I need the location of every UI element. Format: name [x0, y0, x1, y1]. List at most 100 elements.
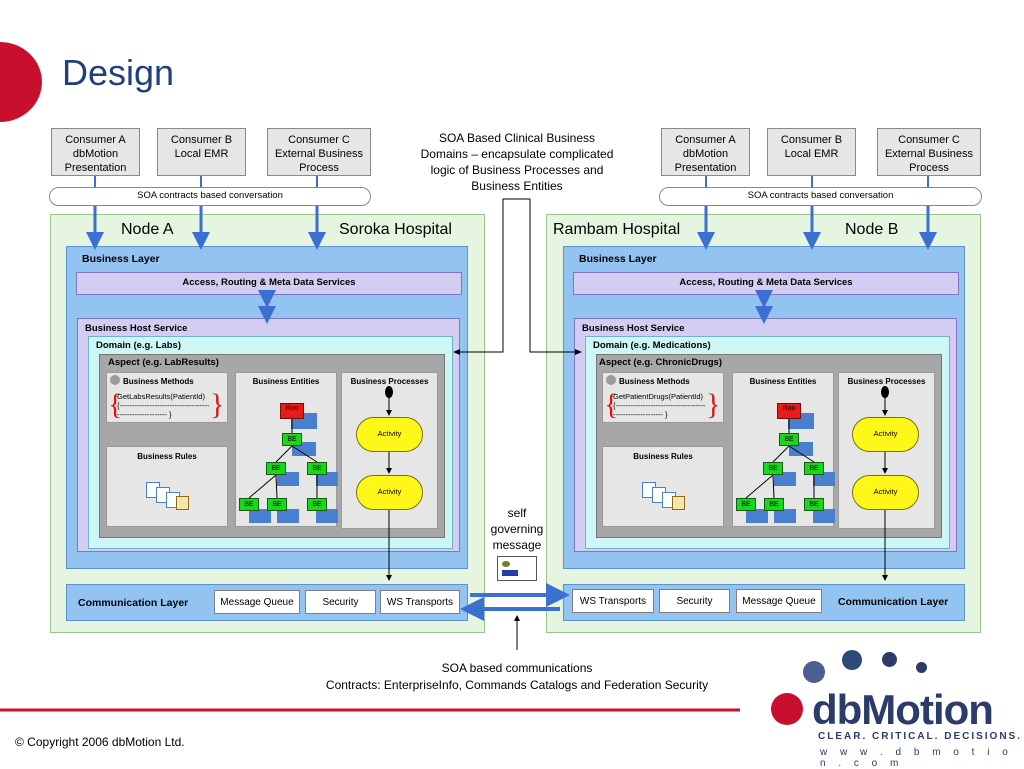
left-be-entity: BE [239, 498, 259, 511]
left-gear-icon [110, 375, 120, 385]
right-processes-title: Business Processes [847, 377, 926, 386]
left-message-queue: Message Queue [214, 590, 300, 614]
left-entities-title: Business Entities [252, 377, 320, 386]
right-host-service-label: Business Host Service [582, 323, 685, 334]
left-rules-title: Business Rules [137, 452, 197, 461]
right-entity-shadow [746, 509, 768, 523]
logo-tagline: CLEAR. CRITICAL. DECISIONS. [818, 731, 1023, 742]
right-ws-transports: WS Transports [572, 589, 654, 613]
right-tree-line [772, 445, 790, 463]
logo-dot [803, 661, 825, 683]
right-entities-title: Business Entities [749, 377, 817, 386]
right-gear-icon [606, 375, 616, 385]
right-aspect-label: Aspect (e.g. ChronicDrugs) [599, 357, 722, 368]
left-domain-label: Domain (e.g. Labs) [96, 340, 181, 351]
left-tree-line [275, 445, 293, 463]
left-entity-shadow [277, 509, 299, 523]
right-tree-line [788, 445, 815, 463]
logo-dot [882, 652, 897, 667]
logo-url: w w w . d b m o t i o n . c o m [820, 747, 1013, 769]
logo-red-dot [771, 693, 803, 725]
callout-bracket [456, 198, 578, 353]
left-host-service-label: Business Host Service [85, 323, 188, 334]
right-message-queue: Message Queue [736, 589, 822, 613]
left-entity-shadow [316, 472, 338, 486]
right-brace-close: } [706, 388, 720, 421]
right-methods-line1: GetPatientDrugs(PatientId) [613, 392, 704, 401]
left-brace-open: { [108, 388, 122, 421]
right-entity-shadow [774, 472, 796, 486]
left-be-entity: BE [266, 462, 286, 475]
left-be-entity: BE [267, 498, 287, 511]
copyright: © Copyright 2006 dbMotion Ltd. [15, 735, 185, 749]
left-process-start-dot [385, 386, 393, 398]
logo-dot [842, 650, 862, 670]
right-be-entity: BE [764, 498, 784, 511]
right-security: Security [659, 589, 730, 613]
left-ws-transports: WS Transports [380, 590, 460, 614]
right-node-name: Node B [845, 221, 899, 238]
left-methods-line1: GetLabsResults(PatientId) [117, 392, 205, 401]
soa-domains-callout: SOA Based Clinical Business Domains – en… [420, 131, 614, 193]
right-tree-line [745, 474, 774, 499]
left-business-layer-label: Business Layer [82, 253, 160, 265]
right-process-start-dot [881, 386, 889, 398]
right-business-rules [602, 446, 724, 527]
left-be-entity: BE [307, 462, 327, 475]
right-rules-title: Business Rules [633, 452, 693, 461]
left-rules-pencil-icon [176, 496, 189, 510]
right-tree-line [772, 474, 775, 499]
callout-bracket-right-head [575, 349, 582, 355]
right-entity-shadow [813, 509, 835, 523]
right-comm-layer-label: Communication Layer [838, 596, 949, 608]
right-be-entity: BE [779, 433, 799, 446]
right-be-entity: BE [804, 462, 824, 475]
right-root-entity: Roo [777, 403, 801, 419]
right-hospital-name: Rambam Hospital [553, 221, 681, 238]
left-methods-title: Business Methods [123, 377, 194, 386]
left-activity-2: Activity [356, 475, 423, 510]
soa-comm-line2: Contracts: EnterpriseInfo, Commands Cata… [325, 678, 709, 692]
right-be-entity: BE [763, 462, 783, 475]
left-activity-1: Activity [356, 417, 423, 452]
right-entity-shadow [813, 472, 835, 486]
right-methods-title: Business Methods [619, 377, 690, 386]
right-domain-label: Domain (e.g. Medications) [593, 340, 711, 351]
slide-title: Design [62, 52, 175, 93]
logo-dot [916, 662, 927, 673]
left-brace-close: } [210, 388, 224, 421]
left-hospital-name: Soroka Hospital [339, 221, 452, 238]
right-brace-open: { [604, 388, 618, 421]
left-security: Security [305, 590, 376, 614]
left-processes-title: Business Processes [350, 377, 429, 386]
right-consumer-b: Consumer B Local EMR [767, 128, 856, 176]
left-tree-line [291, 445, 318, 463]
left-tree-line [275, 474, 278, 499]
right-business-methods [602, 372, 724, 423]
left-entity-shadow [249, 509, 271, 523]
left-consumer-c: Consumer C External Business Process [267, 128, 371, 176]
left-be-entity: BE [307, 498, 327, 511]
right-consumer-a: Consumer A dbMotion Presentation [661, 128, 750, 176]
left-node-name: Node A [121, 221, 174, 238]
left-consumer-b: Consumer B Local EMR [157, 128, 246, 176]
right-be-entity: BE [804, 498, 824, 511]
self-governing-callout: self governing message [490, 506, 544, 552]
right-consumer-c: Consumer C External Business Process [877, 128, 981, 176]
left-entity-shadow [277, 472, 299, 486]
soa-comm-line1: SOA based communications [441, 661, 593, 675]
left-contracts-bar: SOA contracts based conversation [49, 187, 371, 206]
left-tree-line [248, 474, 277, 499]
right-be-entity: BE [736, 498, 756, 511]
left-methods-line3: -------------------- } [117, 410, 172, 419]
left-comm-layer-label: Communication Layer [78, 597, 189, 609]
logo-name: dbMotion [812, 686, 994, 733]
left-entity-shadow [316, 509, 338, 523]
left-methods-line2: {------------------------------------ [117, 401, 210, 410]
right-rules-pencil-icon [672, 496, 685, 510]
right-contracts-bar: SOA contracts based conversation [659, 187, 982, 206]
right-methods-line2: {------------------------------------ [613, 401, 706, 410]
left-root-entity: Roo [280, 403, 304, 419]
left-business-methods [106, 372, 228, 423]
